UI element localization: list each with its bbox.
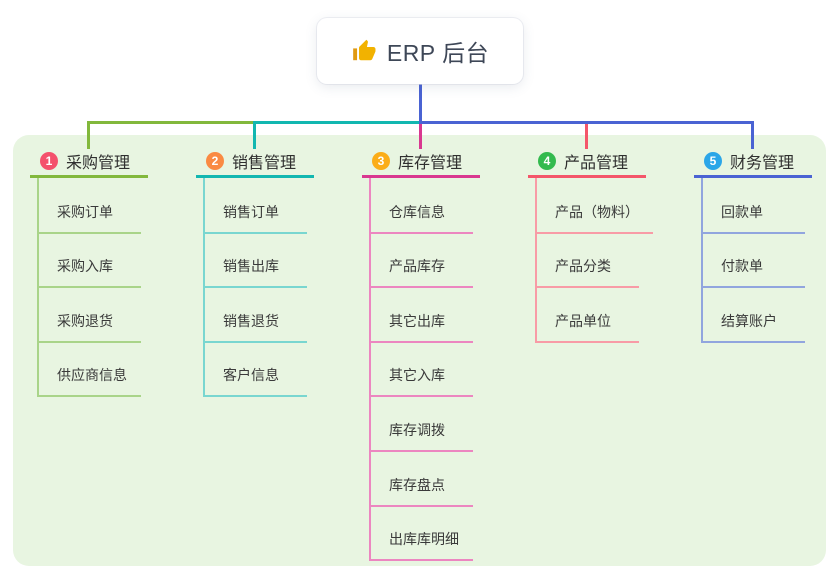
child-node[interactable]: 库存调拨 — [369, 396, 473, 452]
child-label: 结算账户 — [721, 312, 777, 329]
child-label: 库存调拨 — [389, 421, 445, 438]
child-label: 仓库信息 — [389, 203, 445, 220]
child-node[interactable]: 回款单 — [701, 178, 805, 234]
child-node[interactable]: 采购退货 — [37, 287, 141, 343]
connector-drop-line — [253, 121, 256, 149]
child-node[interactable]: 采购订单 — [37, 178, 141, 234]
branch-child-spine — [369, 178, 371, 562]
branch-label: 销售管理 — [232, 155, 297, 172]
child-node[interactable]: 结算账户 — [701, 287, 805, 343]
branch-underline — [528, 175, 646, 178]
child-node[interactable]: 付款单 — [701, 233, 805, 289]
child-label: 产品分类 — [555, 258, 611, 275]
child-label: 产品（物料） — [555, 203, 639, 220]
child-label: 销售出库 — [223, 258, 279, 275]
child-node[interactable]: 销售出库 — [203, 233, 307, 289]
child-node[interactable]: 销售退货 — [203, 287, 307, 343]
branch-label: 财务管理 — [730, 155, 795, 172]
child-label: 采购退货 — [57, 312, 113, 329]
child-node[interactable]: 库存盘点 — [369, 451, 473, 507]
child-label: 付款单 — [721, 258, 763, 275]
child-node[interactable]: 产品单位 — [535, 287, 639, 343]
branch-child-spine — [701, 178, 703, 343]
branch-label: 采购管理 — [66, 155, 131, 172]
child-node[interactable]: 客户信息 — [203, 342, 307, 398]
child-node[interactable]: 产品分类 — [535, 233, 639, 289]
child-label: 其它入库 — [389, 367, 445, 384]
child-node[interactable]: 供应商信息 — [37, 342, 141, 398]
connector-drop-line — [585, 121, 588, 149]
child-node[interactable]: 其它入库 — [369, 342, 473, 398]
child-node[interactable]: 销售订单 — [203, 178, 307, 234]
branches-panel — [13, 135, 826, 566]
child-label: 其它出库 — [389, 312, 445, 329]
connector-root-trunk — [419, 84, 422, 124]
child-node[interactable]: 其它出库 — [369, 287, 473, 343]
branch-badge: 5 — [704, 152, 722, 170]
child-label: 出库库明细 — [389, 531, 459, 548]
branch-node-5[interactable]: 5 财务管理 — [704, 150, 794, 172]
branch-badge: 4 — [538, 152, 556, 170]
thumbs-up-icon — [351, 38, 377, 64]
child-label: 产品库存 — [389, 258, 445, 275]
branch-underline — [30, 175, 148, 178]
branch-badge: 3 — [372, 152, 390, 170]
branch-child-spine — [535, 178, 537, 343]
child-node[interactable]: 仓库信息 — [369, 178, 473, 234]
child-node[interactable]: 产品库存 — [369, 233, 473, 289]
connector-drop-line — [419, 121, 422, 149]
child-node[interactable]: 产品（物料） — [535, 178, 653, 234]
connector-drop-line — [751, 121, 754, 149]
branch-label: 库存管理 — [398, 155, 463, 172]
child-node[interactable]: 采购入库 — [37, 233, 141, 289]
branch-label: 产品管理 — [564, 155, 629, 172]
child-label: 供应商信息 — [57, 367, 127, 384]
branch-node-2[interactable]: 2 销售管理 — [206, 150, 296, 172]
connector-bus-left — [87, 121, 253, 124]
child-label: 库存盘点 — [389, 476, 445, 493]
branch-underline — [362, 175, 480, 178]
child-label: 客户信息 — [223, 367, 279, 384]
root-node[interactable]: ERP 后台 — [317, 18, 523, 84]
child-label: 销售订单 — [223, 203, 279, 220]
connector-bus-right — [419, 121, 754, 124]
branch-badge: 2 — [206, 152, 224, 170]
branch-badge: 1 — [40, 152, 58, 170]
child-label: 销售退货 — [223, 312, 279, 329]
child-label: 采购入库 — [57, 258, 113, 275]
child-label: 采购订单 — [57, 203, 113, 220]
root-title: ERP 后台 — [386, 40, 490, 66]
child-label: 回款单 — [721, 203, 763, 220]
branch-node-1[interactable]: 1 采购管理 — [40, 150, 130, 172]
branch-node-4[interactable]: 4 产品管理 — [538, 150, 628, 172]
child-label: 产品单位 — [555, 312, 611, 329]
connector-bus-middle — [253, 121, 419, 124]
child-node[interactable]: 出库库明细 — [369, 506, 473, 562]
connector-drop-line — [87, 121, 90, 149]
branch-underline — [196, 175, 314, 178]
branch-underline — [694, 175, 812, 178]
branch-node-3[interactable]: 3 库存管理 — [372, 150, 462, 172]
